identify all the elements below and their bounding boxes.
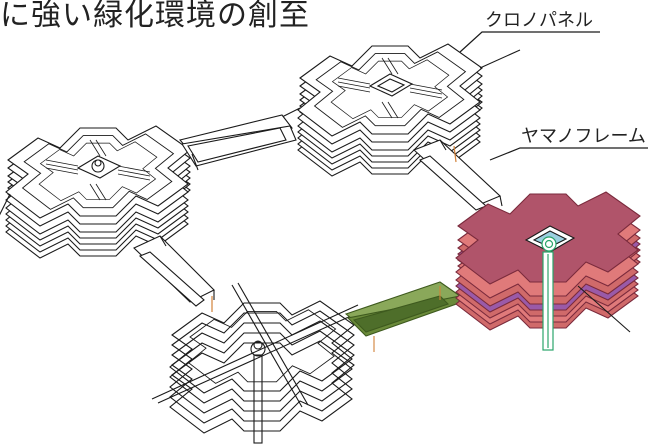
page-heading: に強い緑化環境の創至 — [0, 0, 310, 33]
panel-bottom — [151, 282, 363, 444]
chrono-panel-leader — [459, 31, 600, 53]
anchor-green — [541, 236, 557, 351]
orange-rods — [211, 145, 457, 312]
panel-top-right — [259, 43, 521, 177]
frame-top — [179, 114, 297, 171]
label-chrono-panel: クロノパネル — [485, 10, 593, 31]
callout-leaders — [459, 31, 648, 161]
yamano-frame-leader — [489, 147, 648, 161]
frame-green — [344, 281, 463, 352]
panel-top-left — [0, 125, 191, 259]
frame-left — [133, 235, 215, 307]
label-yamano-frame: ヤマノフレーム — [521, 126, 646, 147]
